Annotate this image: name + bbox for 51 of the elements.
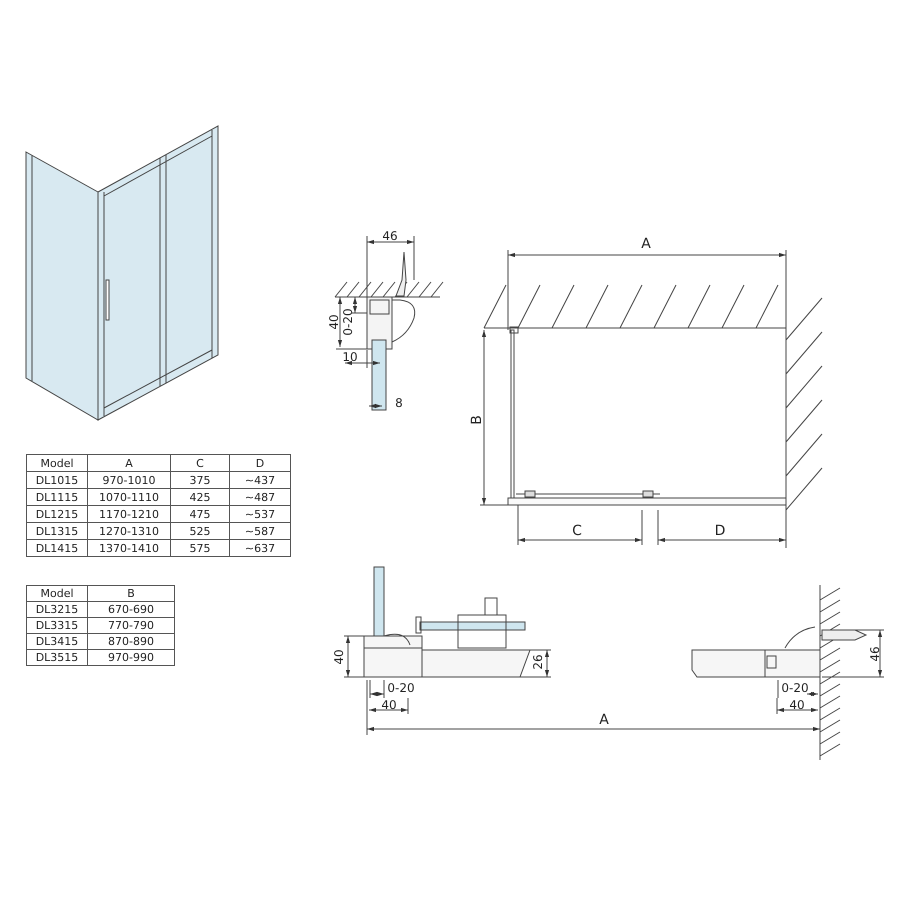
table-cell: 375: [170, 472, 230, 488]
dimension-label: 40: [328, 314, 340, 330]
table-cell: DL3315: [26, 618, 88, 634]
dimension-label: 26: [532, 654, 544, 670]
dimension-label: 46: [382, 230, 398, 242]
column-header: Model: [26, 586, 88, 602]
dimension-label: D: [714, 524, 726, 538]
dimension-label: 40: [333, 649, 345, 665]
dimension-label: 8: [395, 397, 403, 409]
table-cell: DL1315: [26, 522, 88, 540]
table-cell: 770-790: [88, 618, 174, 634]
dimension-label: 0-20: [781, 682, 809, 694]
dimension-label: B: [470, 415, 484, 425]
table-cell: 575: [170, 540, 230, 556]
dimension-label: 10: [342, 351, 358, 363]
table-cell: DL1415: [26, 540, 88, 556]
table-cell: 970-990: [88, 650, 174, 666]
dimension-label: C: [572, 524, 582, 538]
table-cell: DL1015: [26, 472, 88, 488]
table-cell: ~487: [230, 488, 290, 506]
table-cell: 425: [170, 488, 230, 506]
dimension-label: 40: [789, 699, 805, 711]
table-cell: DL3215: [26, 602, 88, 618]
table-cell: ~637: [230, 540, 290, 556]
table-cell: 525: [170, 522, 230, 540]
dimension-label: A: [641, 237, 651, 251]
column-header: B: [88, 586, 174, 602]
column-header: A: [88, 454, 170, 472]
column-header: Model: [26, 454, 88, 472]
table-cell: DL3515: [26, 650, 88, 666]
column-header: C: [170, 454, 230, 472]
column-header: D: [230, 454, 290, 472]
table-cell: 670-690: [88, 602, 174, 618]
dimension-label: 0-20: [387, 682, 415, 694]
dimension-label: 46: [869, 646, 881, 662]
dimension-label: 40: [381, 699, 397, 711]
table-cell: 1170-1210: [88, 506, 170, 522]
table-cell: 1270-1310: [88, 522, 170, 540]
table-cell: ~587: [230, 522, 290, 540]
table-cell: 1370-1410: [88, 540, 170, 556]
table-cell: DL1215: [26, 506, 88, 522]
table-cell: 475: [170, 506, 230, 522]
table-cell: DL3415: [26, 634, 88, 650]
table-cell: 1070-1110: [88, 488, 170, 506]
table-cell: 970-1010: [88, 472, 170, 488]
table-cell: DL1115: [26, 488, 88, 506]
table-cell: 870-890: [88, 634, 174, 650]
table-cell: ~437: [230, 472, 290, 488]
dimension-label: 0-20: [342, 308, 354, 336]
table-cell: ~537: [230, 506, 290, 522]
dimension-label: A: [599, 713, 609, 727]
